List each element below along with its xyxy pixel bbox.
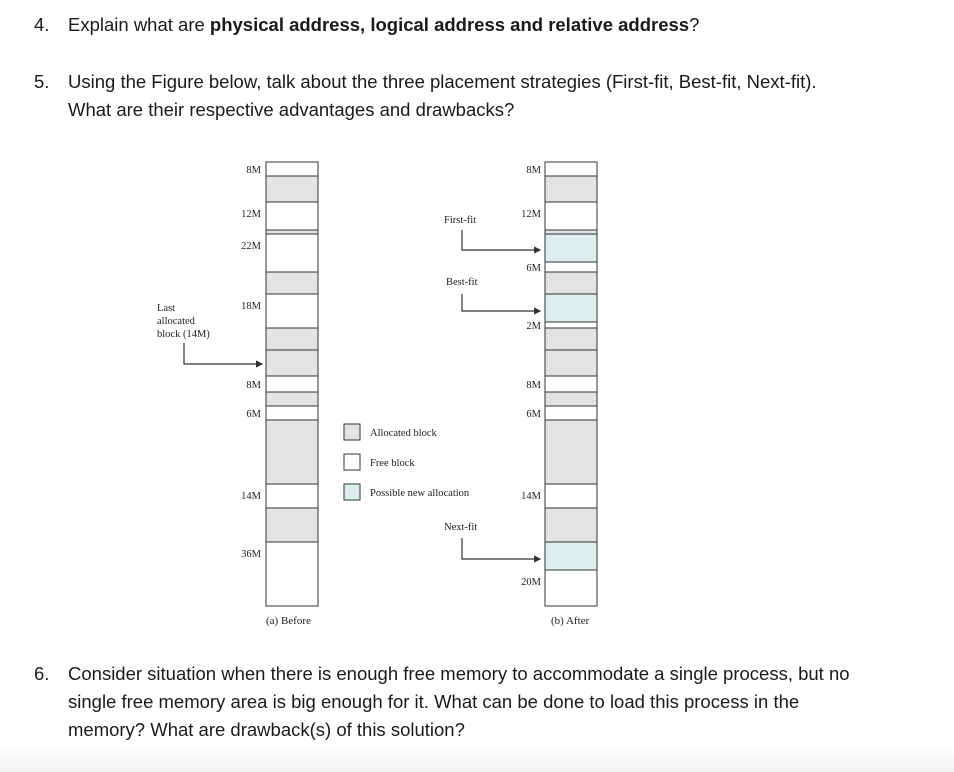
first-fit-arrow bbox=[461, 230, 542, 254]
question-6-line-2: single free memory area is big enough fo… bbox=[68, 691, 800, 712]
before-block-allocated bbox=[265, 391, 319, 407]
next-fit-label: Next-fit bbox=[444, 522, 477, 533]
best-fit-arrow bbox=[461, 294, 542, 315]
after-memory-column: 8M 12M 6M 2M 8M 6M 14M 20M bbox=[521, 161, 598, 607]
after-block-allocated bbox=[544, 175, 598, 203]
legend-new-swatch bbox=[343, 483, 361, 501]
question-5-number: 5. bbox=[34, 71, 50, 92]
after-block-free bbox=[544, 261, 598, 273]
before-caption: (a) Before bbox=[266, 615, 311, 627]
before-block-allocated bbox=[265, 419, 319, 485]
before-block-allocated bbox=[265, 175, 319, 203]
question-6-text: Consider situation when there is enough … bbox=[68, 660, 850, 744]
question-6-line-3: memory? What are drawback(s) of this sol… bbox=[68, 719, 465, 740]
last-allocated-line-2: allocated bbox=[157, 316, 196, 327]
before-block-allocated bbox=[265, 327, 319, 351]
before-block-free bbox=[265, 405, 319, 421]
after-block-free bbox=[544, 375, 598, 393]
best-fit-label: Best-fit bbox=[446, 277, 478, 288]
best-fit-annotation: Best-fit bbox=[446, 277, 542, 315]
after-block-allocated bbox=[544, 507, 598, 543]
legend-new-label: Possible new allocation bbox=[370, 488, 470, 499]
legend-free-swatch bbox=[343, 453, 361, 471]
before-block-free bbox=[265, 375, 319, 393]
before-block-allocated bbox=[265, 271, 319, 295]
after-block-free bbox=[544, 161, 598, 177]
after-block-allocated bbox=[544, 349, 598, 377]
before-block-size-label: 8M bbox=[246, 380, 261, 391]
first-fit-label: First-fit bbox=[444, 215, 476, 226]
before-block-free bbox=[265, 293, 319, 329]
legend-free-label: Free block bbox=[370, 458, 415, 469]
after-block-free bbox=[544, 483, 598, 509]
question-4-number: 4. bbox=[34, 14, 50, 35]
question-5-line-1: Using the Figure below, talk about the t… bbox=[68, 71, 817, 92]
question-4-text: Explain what are physical address, logic… bbox=[68, 14, 700, 35]
before-block-free bbox=[265, 541, 319, 607]
last-allocated-annotation: Last allocated block (14M) bbox=[157, 303, 264, 368]
after-block-size-label: 6M bbox=[526, 409, 541, 420]
after-block-allocated bbox=[544, 391, 598, 407]
after-block-size-label: 8M bbox=[526, 165, 541, 176]
before-block-free bbox=[265, 233, 319, 273]
before-block-size-label: 8M bbox=[246, 165, 261, 176]
before-block-size-label: 22M bbox=[241, 241, 262, 252]
after-block-size-label: 14M bbox=[521, 491, 542, 502]
next-fit-annotation: Next-fit bbox=[444, 522, 542, 563]
last-allocated-line-3: block (14M) bbox=[157, 329, 210, 340]
last-allocated-line-1: Last bbox=[157, 303, 175, 314]
after-caption: (b) After bbox=[551, 615, 590, 627]
after-block-allocated bbox=[544, 327, 598, 351]
next-fit-arrow bbox=[461, 538, 542, 563]
legend-allocated-label: Allocated block bbox=[370, 428, 438, 439]
after-block-free bbox=[544, 569, 598, 607]
before-memory-column: 8M 12M 22M 18M 8M 6M 14M 36M bbox=[241, 161, 319, 607]
legend-allocated-swatch bbox=[343, 423, 361, 441]
before-block-size-label: 36M bbox=[241, 549, 262, 560]
figure-legend: Allocated block Free block Possible new … bbox=[343, 423, 470, 501]
page-bottom-shade bbox=[0, 742, 954, 772]
after-block-size-label: 20M bbox=[521, 577, 542, 588]
after-block-allocated bbox=[544, 229, 598, 235]
after-block-free bbox=[544, 201, 598, 231]
before-block-allocated bbox=[265, 349, 319, 377]
question-5-line-2: What are their respective advantages and… bbox=[68, 99, 515, 120]
last-allocated-arrow bbox=[183, 343, 264, 368]
after-block-free bbox=[544, 405, 598, 421]
before-block-free bbox=[265, 161, 319, 177]
before-block-size-label: 6M bbox=[246, 409, 261, 420]
after-block-new bbox=[544, 293, 598, 323]
after-block-size-label: 6M bbox=[526, 263, 541, 274]
after-block-new bbox=[544, 541, 598, 571]
before-block-free bbox=[265, 483, 319, 509]
question-6-number: 6. bbox=[34, 663, 50, 684]
before-block-allocated bbox=[265, 229, 319, 235]
after-block-size-label: 12M bbox=[521, 209, 542, 220]
before-block-size-label: 18M bbox=[241, 301, 262, 312]
after-block-size-label: 2M bbox=[526, 321, 541, 332]
before-block-allocated bbox=[265, 507, 319, 543]
after-block-allocated bbox=[544, 419, 598, 485]
after-block-allocated bbox=[544, 271, 598, 295]
after-block-free bbox=[544, 321, 598, 329]
question-6-line-1: Consider situation when there is enough … bbox=[68, 663, 850, 684]
before-block-size-label: 12M bbox=[241, 209, 262, 220]
before-block-free bbox=[265, 201, 319, 231]
after-block-new bbox=[544, 233, 598, 263]
question-5-text: Using the Figure below, talk about the t… bbox=[68, 68, 817, 124]
before-block-size-label: 14M bbox=[241, 491, 262, 502]
memory-placement-figure: 8M 12M 22M 18M 8M 6M 14M 36M 8M 12M 6M 2M 8M 6M 14M 20… bbox=[157, 161, 598, 627]
after-block-size-label: 8M bbox=[526, 380, 541, 391]
first-fit-annotation: First-fit bbox=[444, 215, 542, 254]
